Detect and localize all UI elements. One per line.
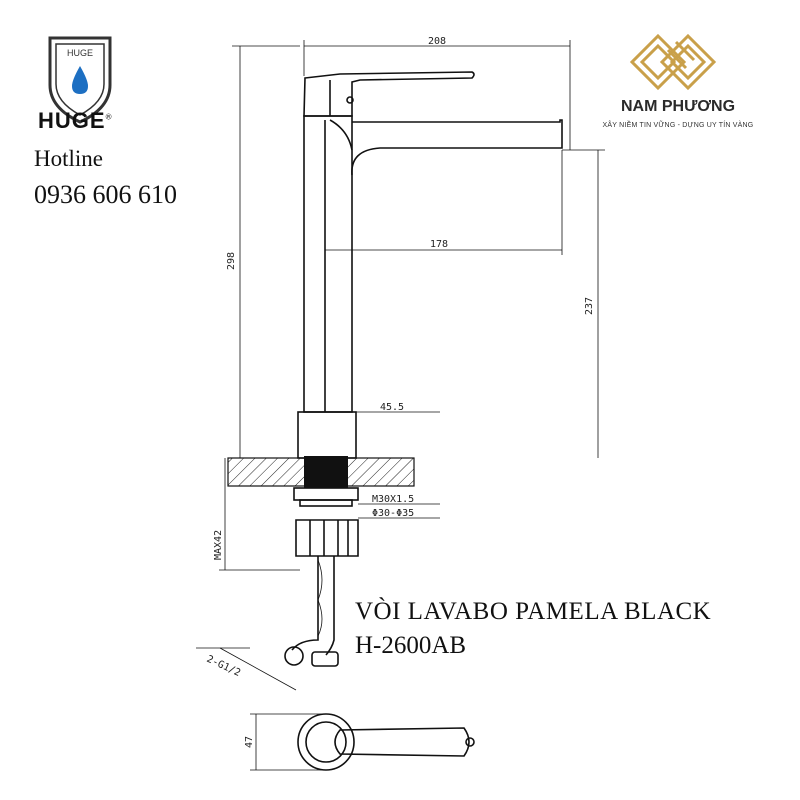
- faucet-body: [303, 115, 353, 413]
- faucet-spout: [351, 119, 563, 176]
- dim-total-width: 208: [428, 36, 446, 47]
- product-code: H-2600AB: [355, 632, 467, 659]
- huge-brand-name: HUGE®: [38, 108, 113, 133]
- hotline-phone: 0936 606 610: [34, 180, 177, 209]
- huge-shield-logo: HUGE: [48, 36, 112, 124]
- dim-spout-height: 237: [584, 297, 595, 315]
- gold-diamond-logo: [629, 33, 717, 91]
- dim-total-height: 298: [226, 252, 237, 270]
- mounting-nut: [293, 487, 359, 501]
- product-name: VÒI LAVABO PAMELA BLACK: [355, 598, 712, 625]
- water-drop-icon: [72, 66, 88, 94]
- top-view-handle: [297, 713, 475, 771]
- faucet-base: [297, 411, 357, 459]
- faucet-handle: [303, 71, 475, 117]
- dim-thread: M30X1.5: [372, 494, 414, 505]
- partner-name: NAM PHƯƠNG: [620, 98, 736, 115]
- dim-spout-reach: 178: [430, 239, 448, 250]
- supply-hose: [291, 556, 319, 651]
- dim-handle-width: 47: [244, 736, 255, 748]
- dim-hole-range: Φ30-Φ35: [372, 508, 414, 519]
- shield-icon: [48, 36, 112, 124]
- hotline-label: Hotline: [34, 146, 103, 171]
- svg-text:HUGE: HUGE: [67, 48, 93, 58]
- partner-slogan: XÂY NIỀM TIN VỮNG - DỰNG UY TÍN VÀNG: [602, 122, 754, 129]
- dim-body-diameter: 45.5: [380, 402, 404, 413]
- dim-max-thickness: MAX42: [213, 530, 224, 560]
